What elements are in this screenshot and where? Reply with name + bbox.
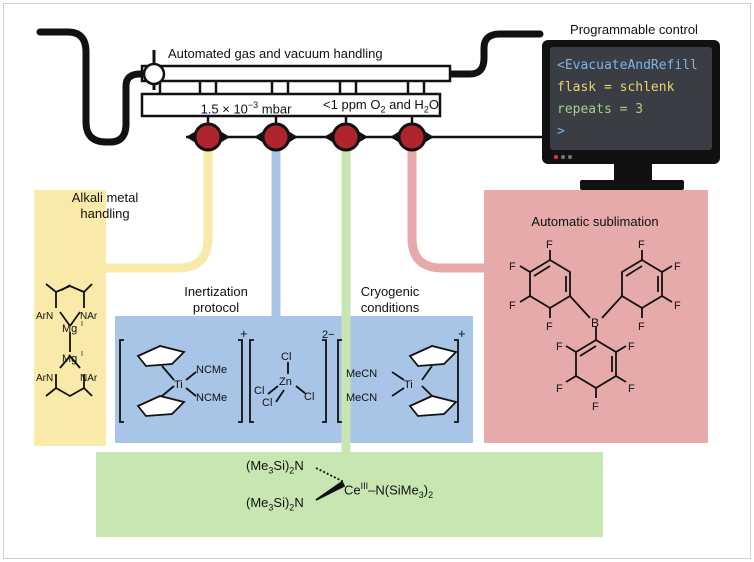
zn-cl-bottom: Cl [262,397,272,409]
upper-manifold [140,64,452,83]
valve-4-icon [390,116,434,152]
sublimation-title: Automatic sublimation [531,214,659,229]
valve-1-icon [186,116,230,152]
zn-anion-structure [249,339,327,423]
vacuum-hose [36,28,150,146]
pink-tube [407,150,484,273]
code-line-1: <EvacuateAndRefill [557,58,698,73]
mg-bottom: Mg [62,353,77,365]
ti-cation-right-structure [337,339,459,423]
main-stopcock [130,50,166,90]
mg-nar-top: NAr [80,311,98,322]
alkali-title: Alkali metal handling [71,190,139,221]
mg-top-ox: I [81,321,83,328]
svg-text:F: F [546,239,553,251]
ce-center: CeIII–N(SiMe3)2 [344,481,434,500]
zn-cl-top: Cl [281,351,291,363]
ti-cation-structure [119,339,243,423]
control-title: Programmable control [570,22,698,37]
valve-3-icon [324,116,368,152]
svg-text:F: F [509,261,516,273]
svg-text:F: F [638,321,645,333]
cerium-panel [96,452,603,537]
ti-right-metal: Ti [404,379,413,391]
yellow-tube [106,150,213,273]
borane-b: B [591,316,599,330]
svg-text:F: F [556,341,563,353]
ti-left-charge: + [240,326,248,341]
ce-ligand-bottom: (Me3Si)2N [246,495,304,513]
ti-left-ligand-1: NCMe [196,364,227,376]
mg-arn-bottom: ArN [36,373,53,384]
svg-text:F: F [674,300,681,312]
gas-hose [448,30,544,78]
pressure-label: 1.5 × 10−3 mbar [200,100,292,117]
sublimation-panel [484,190,708,443]
code-line-3: repeats = 3 [557,102,644,117]
svg-text:F: F [592,401,599,413]
ti-left-ligand-2: NCMe [196,392,227,404]
valves [186,116,434,152]
cryogenic-title: Cryogenic conditions [360,284,420,315]
svg-text:F: F [628,341,635,353]
svg-text:F: F [509,300,516,312]
ti-left-metal: Ti [174,379,183,391]
svg-text:F: F [674,261,681,273]
inertization-panel [115,316,473,443]
ti-right-ligand-2: MeCN [346,392,377,404]
mg-top: Mg [62,323,77,335]
zn-metal: Zn [279,376,292,388]
svg-text:F: F [638,239,645,251]
zn-charge: 2− [322,329,335,341]
code-line-4: > [557,124,565,139]
mg-complex-structure [45,283,93,398]
borane-fluorines: F F F F F F F F F F F F F [509,239,681,413]
ti-right-charge: + [458,326,466,341]
svg-text:F: F [556,383,563,395]
impurity-label: <1 ppm O2 and H2O [323,97,439,115]
svg-text:F: F [546,321,553,333]
borane-structure [519,250,673,398]
mg-arn-top: ArN [36,311,53,322]
mg-bottom-ox: I [81,351,83,358]
zn-cl-right: Cl [304,391,314,403]
code-line-2: flask = schlenk [557,80,675,95]
svg-text:F: F [628,383,635,395]
manifold-title: Automated gas and vacuum handling [168,46,383,61]
zn-cl-left: Cl [254,385,264,397]
valve-2-icon [254,116,298,152]
ti-right-ligand-1: MeCN [346,368,377,380]
manifold-connectors [158,81,426,94]
lower-manifold [140,92,442,118]
mg-nar-bottom: NAr [80,373,98,384]
inertization-title: Inertization protocol [184,284,248,315]
alkali-panel [34,190,106,446]
cerium-structure [315,467,346,501]
ce-ligand-top: (Me3Si)2N [246,458,304,476]
monitor-icon [542,40,720,190]
